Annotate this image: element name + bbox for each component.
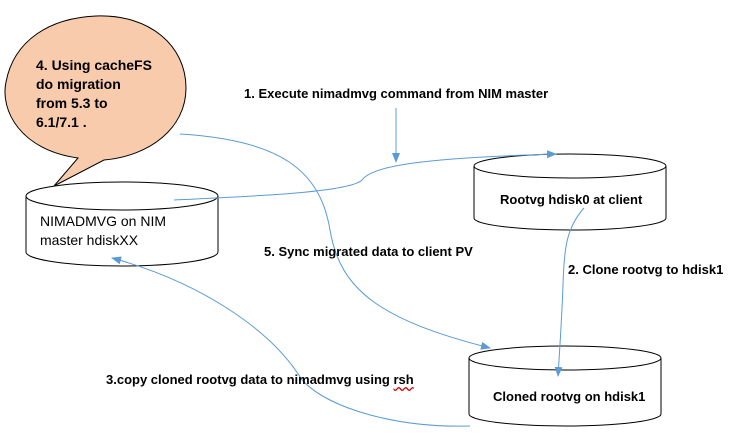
- callout-line-4: 6.1/7.1 .: [36, 114, 87, 130]
- step3-label-rsh: rsh: [393, 372, 414, 387]
- callout-bubble: [4, 15, 187, 187]
- cloned-rootvg-label: Cloned rootvg on hdisk1: [493, 389, 646, 404]
- callout-line-1: 4. Using cacheFS: [36, 57, 152, 73]
- callout-line-2: do migration: [36, 76, 121, 92]
- step1-label: 1. Execute nimadmvg command from NIM mas…: [244, 86, 549, 101]
- nim-master-disk: [25, 181, 219, 267]
- connector-nim-to-client: [173, 150, 557, 201]
- client-rootvg-label: Rootvg hdisk0 at client: [500, 192, 643, 207]
- step3-label: 3.copy cloned rootvg data to nimadmvg us…: [106, 370, 414, 389]
- callout-text: 4. Using cacheFS do migration from 5.3 t…: [36, 56, 152, 132]
- nim-master-label-line2: master hdiskXX: [40, 232, 139, 248]
- connector-step3-copy: [111, 256, 471, 427]
- callout-line-3: from 5.3 to: [36, 95, 108, 111]
- nim-master-label-line1: NIMADMVG on NIM: [40, 213, 167, 229]
- client-rootvg-disk: [473, 153, 667, 231]
- step5-label: 5. Sync migrated data to client PV: [264, 244, 473, 259]
- cloned-rootvg-disk: [468, 345, 662, 427]
- connector-step5-sync: [179, 133, 491, 350]
- connector-step2-clone: [554, 207, 585, 377]
- step3-label-text: 3.copy cloned rootvg data to nimadmvg us…: [106, 372, 394, 387]
- step2-label: 2. Clone rootvg to hdisk1: [568, 262, 724, 277]
